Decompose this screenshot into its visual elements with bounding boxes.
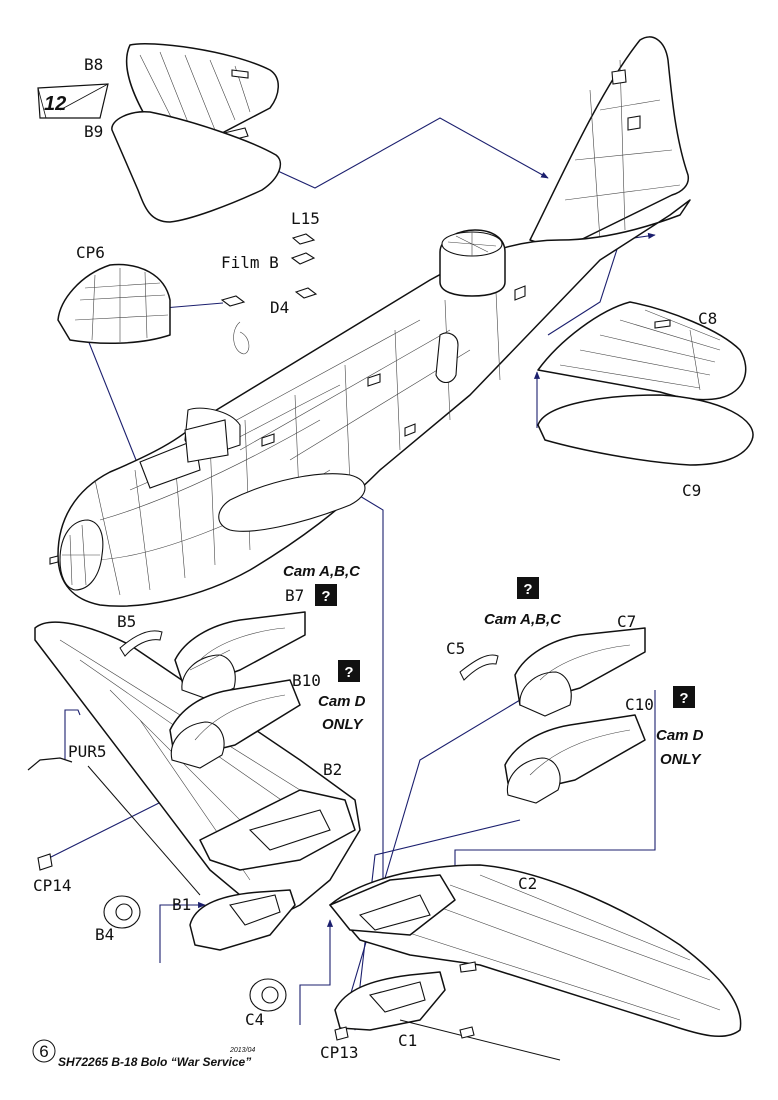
part-cp14 xyxy=(37,853,53,871)
part-l15 xyxy=(291,233,316,245)
label-c9: C9 xyxy=(682,481,701,500)
part-b5 xyxy=(119,630,163,657)
label-b2: B2 xyxy=(323,760,342,779)
part-c4-wheel xyxy=(249,978,287,1012)
label-c1: C1 xyxy=(398,1031,417,1050)
label-b7: B7 xyxy=(285,586,304,605)
label-c10: C10 xyxy=(625,695,654,714)
label-b1: B1 xyxy=(172,895,191,914)
part-c2-nacelle xyxy=(329,874,456,936)
footer: 6 SH72265 B-18 Bolo “War Service” 2013/0… xyxy=(32,1039,255,1069)
part-b9-stabilizer-lower xyxy=(111,111,282,223)
label-film-b: Film B xyxy=(221,253,279,272)
question-badge-right-d: ? xyxy=(673,686,695,708)
label-b9: B9 xyxy=(84,122,103,141)
step-number: 12 xyxy=(44,93,66,115)
note-left-cam-abc: Cam A,B,C xyxy=(283,563,361,580)
label-b4: B4 xyxy=(95,925,114,944)
label-cp14: CP14 xyxy=(33,876,72,895)
label-c7: C7 xyxy=(617,612,636,631)
question-badge-left-abc: ? xyxy=(315,584,337,606)
fuselage xyxy=(49,199,691,607)
part-cp13 xyxy=(334,1026,349,1041)
label-b5: B5 xyxy=(117,612,136,631)
question-badge-left-d: ? xyxy=(338,660,360,682)
note-left-only: ONLY xyxy=(322,716,365,733)
step-number-badge: 12 xyxy=(37,83,109,119)
part-c1-nacelle xyxy=(334,971,561,1061)
label-l15: L15 xyxy=(291,209,320,228)
question-mark: ? xyxy=(679,690,688,707)
question-mark: ? xyxy=(344,664,353,681)
part-cp6-canopy xyxy=(57,263,171,344)
label-d4: D4 xyxy=(270,298,289,317)
label-cp6: CP6 xyxy=(76,243,105,262)
part-c8-stabilizer xyxy=(537,301,747,401)
part-pur5 xyxy=(27,757,201,896)
note-right-cam-d: Cam D xyxy=(656,727,704,744)
part-b7-cowling xyxy=(174,611,306,701)
part-b1-nacelle xyxy=(189,889,296,951)
label-c4: C4 xyxy=(245,1010,264,1029)
label-pur5: PUR5 xyxy=(68,742,107,761)
question-badge-right-abc: ? xyxy=(517,577,539,599)
vertical-tail xyxy=(529,36,690,251)
footer-date: 2013/04 xyxy=(229,1047,255,1054)
footer-title: SH72265 B-18 Bolo “War Service” xyxy=(58,1055,251,1069)
label-c5: C5 xyxy=(446,639,465,658)
part-c9-stabilizer-lower xyxy=(537,394,754,466)
note-right-cam-abc: Cam A,B,C xyxy=(484,611,562,628)
note-right-only: ONLY xyxy=(660,751,703,768)
label-cp13: CP13 xyxy=(320,1043,359,1062)
part-b2-nacelle xyxy=(199,789,356,871)
label-b10: B10 xyxy=(292,671,321,690)
part-c7-cowling xyxy=(514,627,646,717)
part-b4-wheel xyxy=(103,895,141,929)
part-c5 xyxy=(459,654,499,681)
part-film-b xyxy=(290,252,316,265)
part-b10-cowling xyxy=(169,679,301,769)
part-c10-cowling xyxy=(504,714,646,804)
page-number: 6 xyxy=(39,1042,48,1061)
label-c8: C8 xyxy=(698,309,717,328)
label-c2: C2 xyxy=(518,874,537,893)
label-b8: B8 xyxy=(84,55,103,74)
question-mark: ? xyxy=(523,581,532,598)
question-mark: ? xyxy=(321,588,330,605)
part-d4 xyxy=(220,287,318,355)
note-left-cam-d: Cam D xyxy=(318,693,366,710)
dorsal-turret xyxy=(439,229,506,297)
